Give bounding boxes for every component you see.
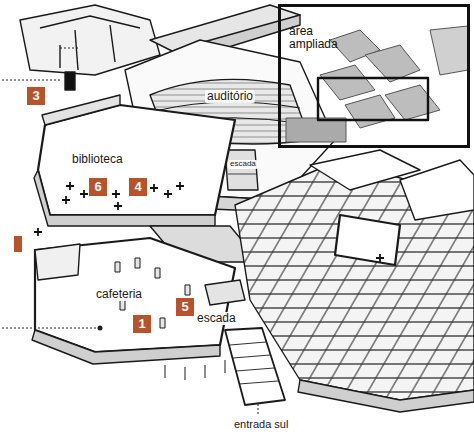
area-label: escada [195, 312, 238, 325]
inset-label: área ampliada [289, 25, 349, 50]
area-label: biblioteca [70, 153, 125, 166]
callout-number: 6 [89, 178, 107, 196]
area-label: auditório [205, 90, 255, 103]
callout-fragment [14, 236, 22, 252]
callout-number: 3 [27, 87, 45, 105]
cross-symbols [34, 182, 384, 262]
area-label: entrada sul [232, 418, 290, 430]
callout-number: 1 [133, 315, 151, 333]
area-label: escada [228, 160, 258, 169]
callout-number: 5 [176, 298, 194, 316]
leader-lines [2, 48, 258, 416]
area-label: cafeteria [94, 288, 144, 301]
callout-number: 4 [129, 178, 147, 196]
inset-map-box: área ampliada [278, 4, 470, 148]
